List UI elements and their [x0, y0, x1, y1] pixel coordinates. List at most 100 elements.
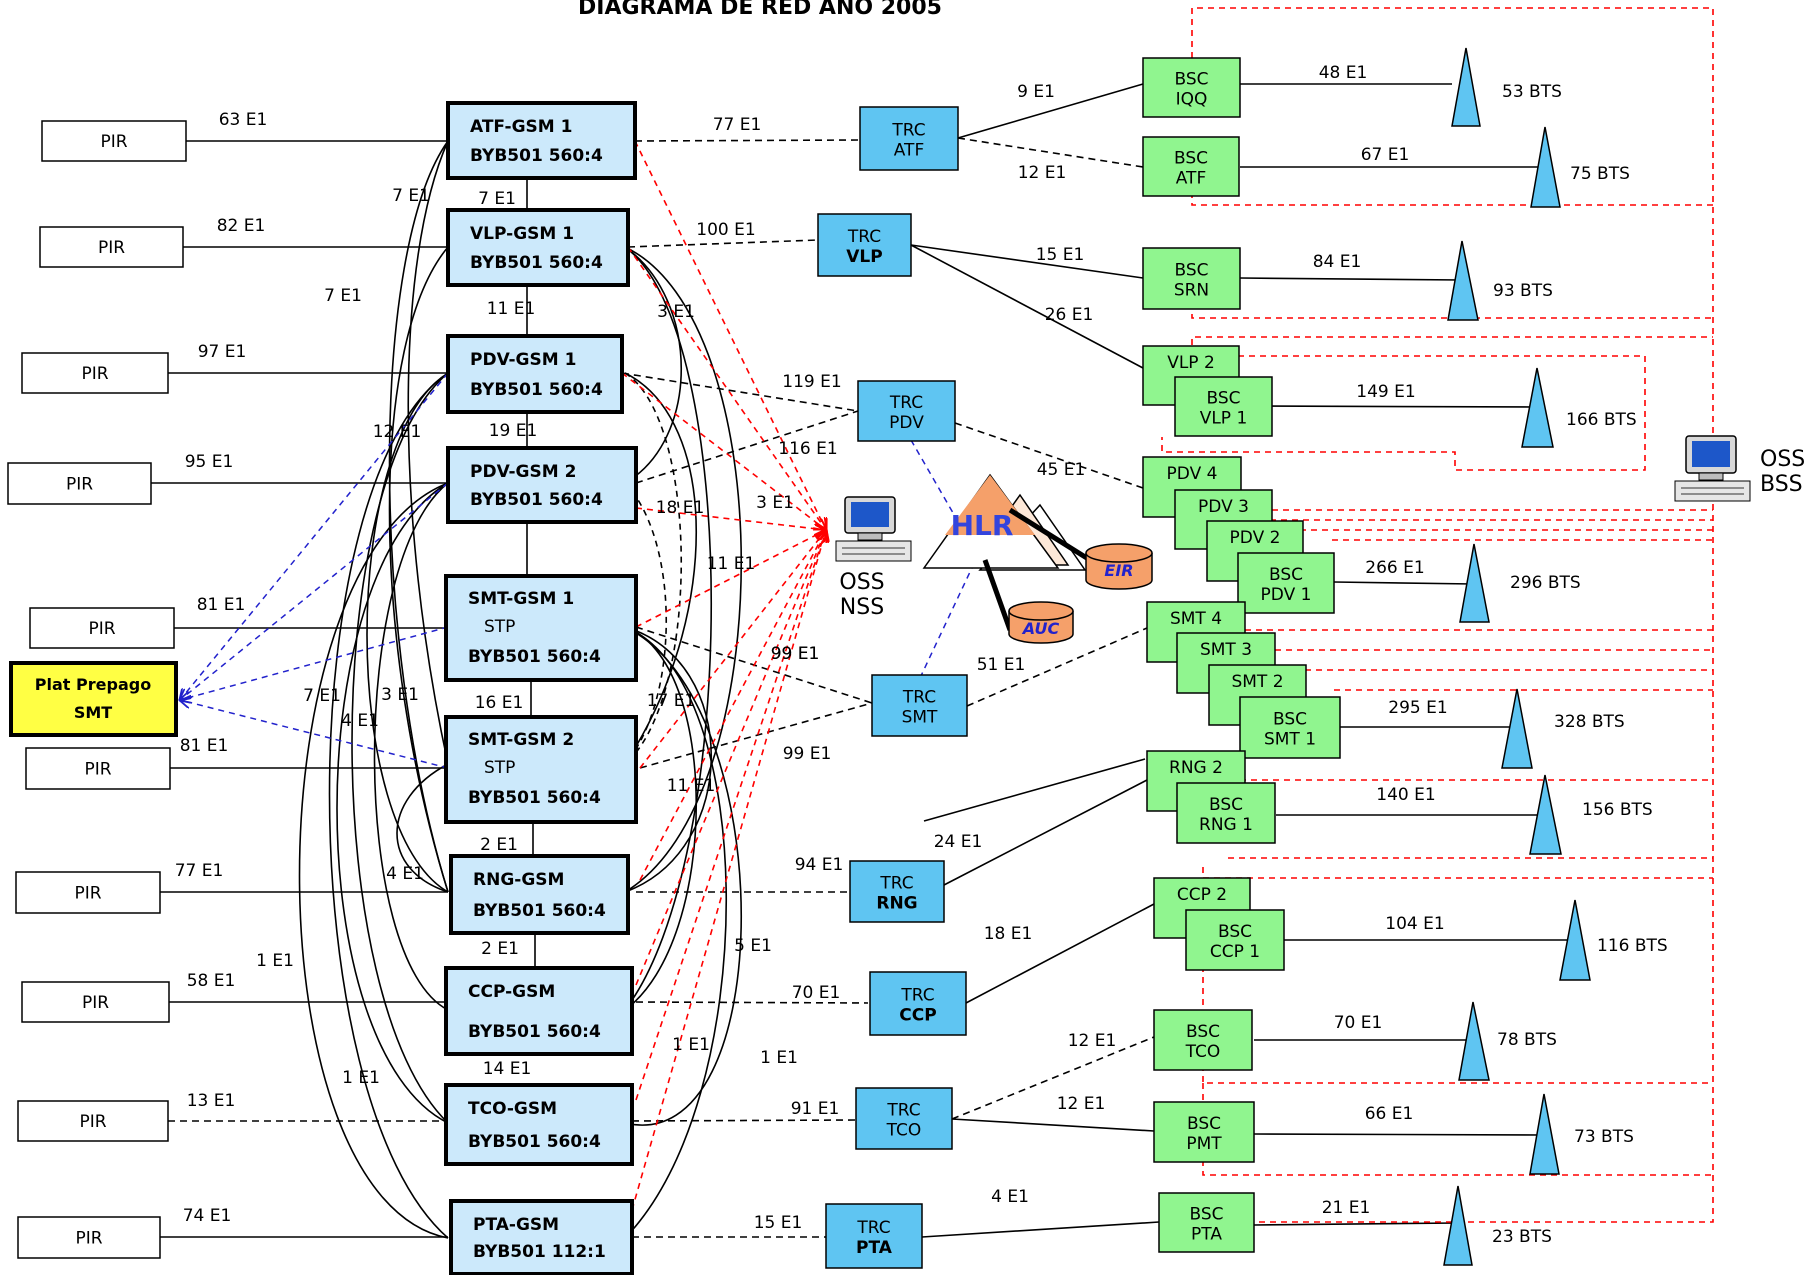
- trc-bsc-link-label: 15 E1: [1036, 245, 1085, 265]
- trc-bsc-link-label: 4 E1: [991, 1187, 1029, 1207]
- msc-model: BYB501 560:4: [468, 788, 601, 808]
- prepago-platform: Plat Prepago SMT: [9, 661, 178, 737]
- msc-model: BYB501 560:4: [470, 146, 603, 166]
- pir-label: PIR: [84, 760, 111, 780]
- trc-link-label: 99 E1: [771, 644, 820, 664]
- mesh-link-label: 3 E1: [657, 302, 695, 322]
- bts-count: 156 BTS: [1582, 800, 1653, 820]
- bsc-bts-link-label: 104 E1: [1385, 914, 1444, 934]
- core-network: HLR EIR AUC: [922, 473, 1153, 644]
- diagram-title: DIAGRAMA DE RED AÑO 2005: [578, 0, 942, 20]
- bsc-line1: BSC: [1189, 1205, 1223, 1225]
- msc-model: BYB501 560:4: [468, 647, 601, 667]
- bts-antenna-icon: [1530, 126, 1561, 208]
- bsc-line1: BSC: [1186, 1022, 1220, 1042]
- oss-nss-links: [621, 140, 826, 1211]
- msc-name: PTA-GSM: [473, 1215, 559, 1235]
- bts-antenna-icon: [1529, 774, 1562, 855]
- trc-bsc-link-label: 24 E1: [934, 832, 983, 852]
- bsc-bts-link-label: 140 E1: [1376, 785, 1435, 805]
- pir-label: PIR: [79, 1112, 106, 1132]
- prepago-line2: SMT: [74, 703, 112, 722]
- msc-model: BYB501 112:1: [473, 1242, 606, 1262]
- msc-trc-links: [621, 139, 873, 1238]
- prepago-line1: Plat Prepago: [35, 675, 151, 694]
- trc-line1: TRC: [879, 874, 913, 894]
- pir-node: PIR: [41, 120, 187, 162]
- mesh-link-label: 4 E1: [386, 864, 424, 884]
- pir-node: PIR: [15, 871, 161, 914]
- trc-bsc-link-label: 9 E1: [1017, 82, 1055, 102]
- bts-count: 93 BTS: [1493, 281, 1553, 301]
- bsc-line1: BSC: [1209, 795, 1243, 815]
- mesh-link-label: 7 E1: [392, 186, 430, 206]
- trc-line1: TRC: [891, 121, 925, 141]
- msc-name: SMT-GSM 2: [468, 730, 574, 750]
- msc-model: BYB501 560:4: [473, 901, 606, 921]
- bsc-bts-link-label: 149 E1: [1356, 382, 1415, 402]
- msc-name: VLP-GSM 1: [470, 224, 574, 244]
- mesh-link-label: 5 E1: [734, 936, 772, 956]
- pir-link-label: 77 E1: [175, 861, 224, 881]
- mesh-link-label: 11 E1: [707, 554, 756, 574]
- pir-label: PIR: [81, 364, 108, 384]
- oss-nss-line2: NSS: [840, 595, 884, 620]
- bts-antenna-icon: [1458, 1001, 1490, 1081]
- msc-chain-links: [526, 178, 536, 968]
- bsc-line2: CCP 1: [1210, 942, 1260, 962]
- mesh-link-label: 3 E1: [381, 685, 419, 705]
- mesh-links-dashed: [624, 372, 683, 765]
- bts-antenna-icon: [1443, 1185, 1473, 1266]
- oss-bss-line2: BSS: [1760, 472, 1803, 497]
- bsc-line1: RNG 2: [1169, 758, 1223, 778]
- pir-label: PIR: [66, 475, 93, 495]
- oss-bss-line1: OSS: [1760, 447, 1805, 472]
- mesh-link-label: 3 E1: [756, 493, 794, 513]
- trc-bsc-link-label: 12 E1: [1018, 163, 1067, 183]
- chain-link-label: 19 E1: [489, 421, 538, 441]
- trc-line2: ATF: [894, 141, 924, 161]
- bsc-line1: PDV 2: [1230, 528, 1281, 548]
- trc-bsc-link-label: 18 E1: [984, 924, 1033, 944]
- msc-node: PTA-GSM BYB501 112:1: [449, 1199, 634, 1275]
- bsc-bts-link-label: 84 E1: [1313, 252, 1362, 272]
- trc-bsc-link-label: 45 E1: [1037, 460, 1086, 480]
- mesh-link-label: 1 E1: [760, 1048, 798, 1068]
- trc-line2: RNG: [876, 894, 917, 914]
- eir-database-icon: EIR: [1085, 543, 1153, 590]
- trc-line1: TRC: [886, 1101, 920, 1121]
- msc-model: BYB501 560:4: [470, 253, 603, 273]
- bsc-line1: BSC: [1206, 389, 1240, 409]
- trc-line1: TRC: [847, 227, 881, 247]
- pir-link-label: 97 E1: [198, 342, 247, 362]
- bsc-line2: TCO: [1185, 1042, 1221, 1062]
- bts-count: 73 BTS: [1574, 1127, 1634, 1147]
- trc-link-label: 94 E1: [795, 855, 844, 875]
- pir-label: PIR: [75, 1229, 102, 1249]
- chain-link-label: 16 E1: [475, 693, 524, 713]
- bts-antenna-icon: [1521, 367, 1554, 448]
- pir-link-label: 82 E1: [217, 216, 266, 236]
- oss-bss-node: OSS BSS: [1674, 435, 1805, 502]
- bsc-line2: PTA: [1191, 1225, 1222, 1245]
- trc-bsc-link-label: 12 E1: [1057, 1094, 1106, 1114]
- bts-count: 328 BTS: [1554, 712, 1625, 732]
- trc-line2: CCP: [899, 1006, 936, 1026]
- bts-count: 75 BTS: [1570, 164, 1630, 184]
- pir-node: PIR: [21, 981, 170, 1023]
- pir-node: PIR: [17, 1216, 161, 1259]
